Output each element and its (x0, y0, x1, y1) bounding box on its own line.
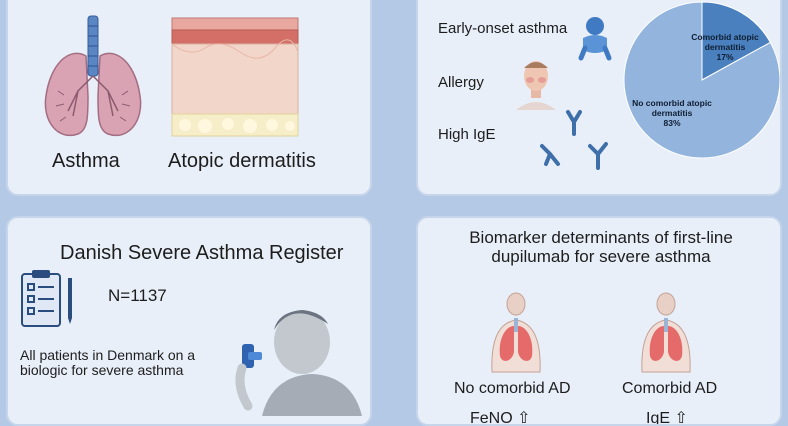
factor-high-ige: High IgE (438, 126, 496, 143)
pie-label-no-comorbid: No comorbid atopic dermatitis 83% (622, 98, 722, 128)
asthma-ad-panel: Asthma Atopic dermatitis (6, 0, 372, 196)
factor-early-onset: Early-onset asthma (438, 20, 568, 37)
pie-label-comorbid-text: Comorbid atopic dermatitis (691, 32, 759, 52)
pie-slice-no-comorbid (623, 1, 780, 159)
factor-allergy: Allergy (438, 74, 484, 91)
pie-label-no-comorbid-text: No comorbid atopic dermatitis (632, 98, 712, 118)
asthma-label: Asthma (52, 150, 120, 172)
clipboard-checklist-icon (21, 270, 72, 327)
baby-icon (578, 17, 612, 61)
biomarker-panel: Biomarker determinants of first-line dup… (416, 216, 782, 426)
ige-up-arrow-icon: ⇧ (674, 410, 688, 426)
torso-lungs-icon-left (491, 292, 541, 373)
pie-label-comorbid: Comorbid atopic dermatitis 17% (682, 32, 768, 62)
lungs-icon (44, 15, 142, 137)
biomarker-title: Biomarker determinants of first-line dup… (469, 228, 733, 266)
antibody-icon (540, 110, 608, 170)
person-with-inhaler-icon (235, 310, 362, 416)
pie-slice-comorbid (701, 1, 772, 81)
register-description: All patients in Denmark on a biologic fo… (20, 347, 196, 378)
skin-cross-section-icon (171, 17, 299, 137)
atopic-dermatitis-label: Atopic dermatitis (168, 150, 316, 172)
register-panel: Danish Severe Asthma Register N=1137 All… (6, 216, 372, 426)
comorbid-ad-label: Comorbid AD (622, 380, 718, 397)
register-title: Danish Severe Asthma Register (60, 242, 344, 264)
pie-label-comorbid-pct: 17% (716, 52, 734, 62)
allergy-face-icon (516, 61, 556, 110)
ige-marker-text: IgE (646, 410, 671, 426)
ige-marker: IgE ⇧ (646, 408, 688, 426)
pie-label-no-comorbid-pct: 83% (663, 118, 681, 128)
ad-prevalence-pie-chart (623, 1, 780, 159)
feno-marker-text: FeNO (470, 410, 513, 426)
predictors-panel: Early-onset asthma Allergy High IgE Como… (416, 0, 782, 196)
sample-size: N=1137 (108, 286, 167, 305)
feno-marker: FeNO ⇧ (470, 408, 531, 426)
torso-lungs-icon-right (641, 292, 691, 373)
no-comorbid-ad-label: No comorbid AD (454, 380, 571, 397)
feno-up-arrow-icon: ⇧ (517, 410, 531, 426)
